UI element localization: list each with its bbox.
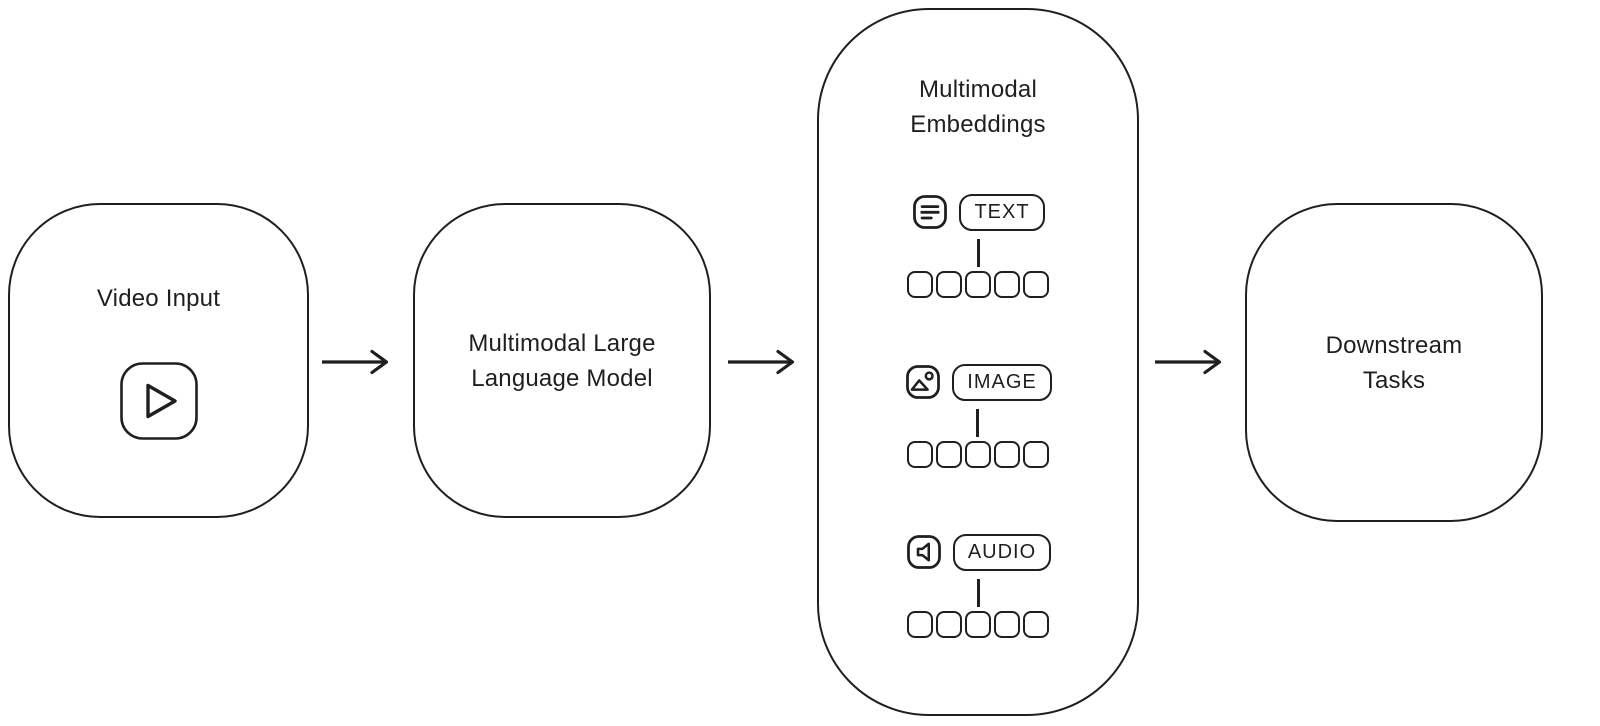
connector-line <box>976 579 980 607</box>
connector-line <box>976 239 980 267</box>
embedding-token <box>907 611 933 638</box>
audio-badge: AUDIO <box>952 533 1052 571</box>
embedding-token <box>994 271 1020 298</box>
embedding-token <box>994 611 1020 638</box>
downstream-tasks-label: Downstream Tasks <box>1325 331 1463 394</box>
modality-audio-row: AUDIO <box>905 532 1052 572</box>
node-video-input: Video Input <box>8 203 309 518</box>
modality-image: IMAGE <box>904 362 1052 468</box>
embeddings-title: Multimodal Embeddings <box>910 76 1046 138</box>
embedding-token <box>1022 441 1049 468</box>
embedding-token <box>935 441 962 468</box>
embedding-token <box>936 271 962 298</box>
image-badge: IMAGE <box>952 363 1052 401</box>
text-embedding-tokens <box>907 271 1049 298</box>
multimodal-llm-label: Multimodal Large Language Model <box>468 329 656 392</box>
speaker-icon <box>906 535 941 569</box>
embedding-token <box>1023 611 1049 638</box>
embedding-token <box>993 441 1020 468</box>
embedding-token <box>906 441 933 468</box>
arrow-right-icon <box>1155 349 1222 375</box>
image-icon <box>906 365 941 399</box>
connector-line <box>976 409 980 437</box>
audio-embedding-tokens <box>907 611 1049 638</box>
embedding-token <box>1023 271 1049 298</box>
modality-text: TEXT <box>907 192 1049 298</box>
arrow-right-icon <box>728 349 795 375</box>
embedding-token <box>964 441 991 468</box>
arrow-right-icon <box>322 349 389 375</box>
node-multimodal-embeddings: Multimodal Embeddings TEXT <box>817 8 1139 716</box>
text-lines-icon <box>913 195 948 229</box>
embedding-token <box>907 271 933 298</box>
modality-image-row: IMAGE <box>904 362 1052 402</box>
text-badge: TEXT <box>959 193 1045 231</box>
node-downstream-tasks: Downstream Tasks <box>1245 203 1543 522</box>
modality-audio: AUDIO <box>905 532 1052 638</box>
play-icon <box>119 362 198 440</box>
image-embedding-tokens <box>906 441 1049 468</box>
modality-text-row: TEXT <box>911 192 1045 232</box>
embedding-token <box>965 611 991 638</box>
embedding-token <box>965 271 991 298</box>
node-multimodal-llm: Multimodal Large Language Model <box>413 203 711 518</box>
embedding-token <box>936 611 962 638</box>
video-input-label: Video Input <box>96 285 221 312</box>
